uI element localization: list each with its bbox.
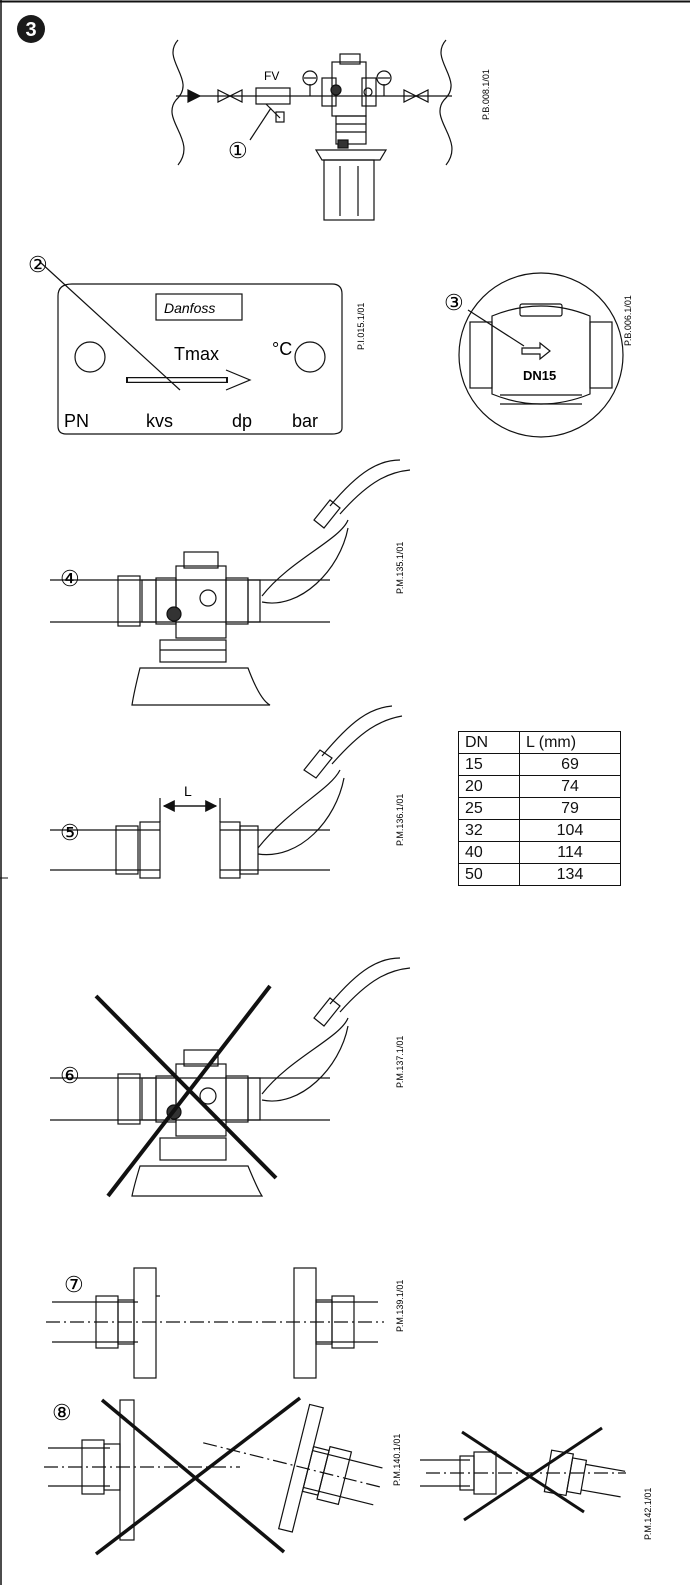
table-cell-dn: 50 (458, 863, 520, 886)
unit-label: °C (272, 339, 292, 359)
fig2-code: P.I.015.1/01 (356, 303, 366, 350)
table-row: 20 74 (458, 775, 621, 798)
table-cell-l: 74 (519, 775, 621, 798)
tmax-label: Tmax (174, 344, 219, 364)
fig4-welding-with-valve (50, 459, 411, 706)
dimension-table: DN L (mm) 15 69 20 74 25 79 32 104 40 11… (458, 731, 621, 886)
fig1-system-schematic (171, 39, 453, 221)
table-row: 32 104 (458, 819, 621, 842)
table-cell-l: 79 (519, 797, 621, 820)
fig5-welding-dimension (50, 705, 403, 879)
fig4-marker: ④ (60, 566, 80, 591)
fig2-name-plate (39, 261, 343, 435)
table-cell-dn: 20 (458, 775, 520, 798)
fig5-marker: ⑤ (60, 820, 80, 845)
table-cell-l: 134 (519, 863, 621, 886)
svg-text:3: 3 (25, 19, 36, 41)
fig6-forbidden-welding (50, 957, 411, 1198)
table-header-dn: DN (458, 731, 520, 754)
table-row: 40 114 (458, 841, 621, 864)
table-cell-dn: 32 (458, 819, 520, 842)
fig6-marker: ⑥ (60, 1063, 80, 1088)
fv-label: FV (264, 69, 279, 83)
plate-kvs-label: kvs (146, 411, 173, 431)
table-cell-l: 114 (519, 841, 621, 864)
fig8-marker: ⑧ (52, 1400, 72, 1425)
fig6-code: P.M.137.1/01 (395, 1036, 405, 1088)
fig3-code: P.B.006.1/01 (623, 295, 633, 346)
fig3-valve-body (458, 272, 624, 438)
fig8-code-a: P.M.140.1/01 (392, 1434, 402, 1486)
plate-dp-label: dp (232, 411, 252, 431)
fig1-marker: ① (228, 138, 248, 163)
fig1-code: P.B.008.1/01 (481, 69, 491, 120)
dn-marking: DN15 (523, 368, 556, 383)
table-row: 15 69 (458, 753, 621, 776)
fig5-code: P.M.136.1/01 (395, 794, 405, 846)
danfoss-logo: Danfoss (164, 300, 215, 316)
table-cell-l: 104 (519, 819, 621, 842)
table-header-row: DN L (mm) (458, 731, 621, 754)
fig7-aligned-flanges (46, 1267, 384, 1379)
table-row: 50 134 (458, 863, 621, 886)
plate-bar-label: bar (292, 411, 318, 431)
fig8-misaligned-flanges (44, 1396, 383, 1556)
table-cell-dn: 40 (458, 841, 520, 864)
fig7-marker: ⑦ (64, 1272, 84, 1297)
table-cell-dn: 25 (458, 797, 520, 820)
dimension-l-label: L (184, 783, 192, 799)
fig8-code-b: P.M.142.1/01 (643, 1488, 653, 1540)
table-cell-l: 69 (519, 753, 621, 776)
fig8-misaligned-union (420, 1426, 626, 1522)
fig7-code: P.M.139.1/01 (395, 1280, 405, 1332)
table-cell-dn: 15 (458, 753, 520, 776)
fig4-code: P.M.135.1/01 (395, 542, 405, 594)
table-row: 25 79 (458, 797, 621, 820)
table-header-l: L (mm) (519, 731, 621, 754)
fig2-marker: ② (28, 252, 48, 277)
fig3-marker: ③ (444, 290, 464, 315)
section-badge: 3 (17, 15, 45, 43)
plate-pn-label: PN (64, 411, 89, 431)
